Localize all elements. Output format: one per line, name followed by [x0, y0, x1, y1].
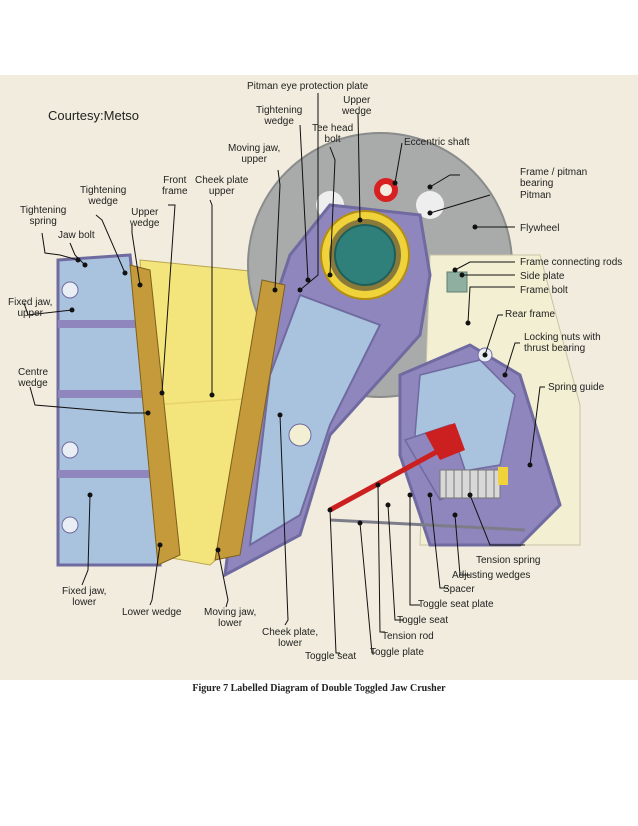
eccentric-shaft-shape: [334, 224, 396, 286]
label-upper-wedge-left: Upper wedge: [130, 207, 160, 229]
courtesy-label: Courtesy:Metso: [48, 108, 140, 123]
label-frame-bolt: Frame bolt: [520, 285, 568, 296]
label-tightening-wedge-top: Tightening wedge: [256, 105, 303, 127]
label-moving-jaw-upper: Moving jaw, upper: [228, 143, 281, 165]
label-pitman: Pitman: [520, 190, 552, 201]
label-tee-head-bolt: Tee head bolt: [312, 123, 354, 145]
label-toggle-plate: Toggle plate: [370, 647, 424, 658]
label-lower-wedge: Lower wedge: [122, 607, 182, 618]
label-locking-nuts: Locking nuts with thrust bearing: [524, 332, 601, 354]
crusher-drawing: [23, 93, 581, 654]
label-spring-guide: Spring guide: [548, 382, 605, 393]
fixed-jaw-rib-3: [58, 470, 158, 478]
label-toggle-seat-bottom: Toggle seat: [305, 651, 357, 662]
flywheel-hole-2: [416, 191, 444, 219]
fixed-jaw-hole-3: [61, 516, 79, 534]
crusher-diagram: Courtesy:Metso Pitman eye protection pla…: [0, 75, 638, 680]
label-tightening-wedge-left: Tightening wedge: [80, 185, 127, 207]
label-frame-connecting-rods: Frame connecting rods: [520, 257, 623, 268]
label-fixed-jaw-lower: Fixed jaw, lower: [62, 586, 107, 608]
pitman-hole: [288, 423, 312, 447]
fixed-jaw-hole-2: [61, 441, 79, 459]
leader-lines: [23, 93, 545, 654]
label-toggle-seat-right: Toggle seat: [397, 615, 449, 626]
fixed-jaw-liner: [129, 264, 181, 566]
label-spacer: Spacer: [443, 584, 475, 595]
label-centre-wedge: Centre wedge: [18, 367, 49, 389]
pitman-eye-hole: [380, 184, 392, 196]
fixed-jaw-rib-2: [58, 390, 150, 398]
label-adjusting-wedges: Adjusting wedges: [452, 570, 531, 581]
label-flywheel: Flywheel: [520, 223, 560, 234]
label-front-frame: Front frame: [162, 175, 188, 197]
spring-guide-shape: [498, 467, 508, 485]
label-toggle-seat-plate: Toggle seat plate: [418, 599, 494, 610]
label-tension-spring: Tension spring: [476, 555, 541, 566]
label-moving-jaw-lower: Moving jaw, lower: [204, 607, 257, 629]
label-fixed-jaw-upper: Fixed jaw, upper: [8, 297, 53, 319]
label-cheek-plate-upper: Cheek plate upper: [195, 175, 249, 197]
label-jaw-bolt: Jaw bolt: [58, 230, 95, 241]
label-upper-wedge-top: Upper wedge: [342, 95, 372, 117]
toggle-plate-shape: [328, 447, 442, 513]
tension-rod-shape: [329, 518, 526, 532]
label-tightening-spring: Tightening spring: [20, 205, 67, 227]
fixed-jaw-rib-1: [58, 320, 143, 328]
figure-caption: Figure 7 Labelled Diagram of Double Togg…: [192, 683, 446, 694]
moving-jaw-liner: [214, 279, 286, 561]
label-side-plate: Side plate: [520, 271, 565, 282]
label-tension-rod: Tension rod: [382, 631, 434, 642]
label-frame-pitman-bearing: Frame / pitman bearing: [520, 167, 588, 189]
label-cheek-plate-lower: Cheek plate, lower: [262, 627, 319, 649]
fixed-jaw-hole-1: [61, 281, 79, 299]
leader-dots: [69, 180, 533, 553]
label-rear-frame: Rear frame: [505, 309, 556, 320]
label-pitman-eye-protection-plate: Pitman eye protection plate: [247, 81, 369, 92]
label-eccentric-shaft: Eccentric shaft: [404, 137, 470, 148]
